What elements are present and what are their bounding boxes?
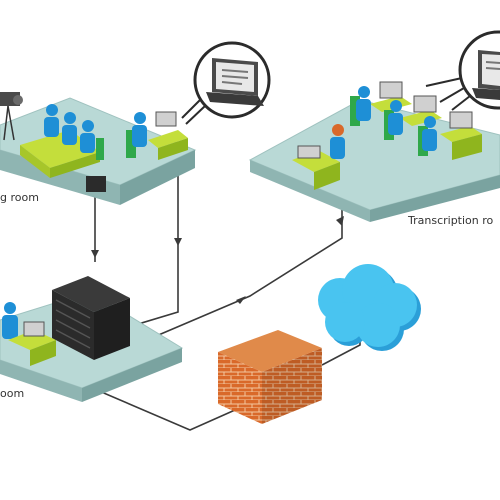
speaker-box [86, 176, 106, 192]
laptop-icon [206, 58, 264, 106]
office-room-label: oom [0, 387, 25, 400]
office-worker [2, 302, 56, 366]
transcription-room [248, 30, 500, 222]
cloud-icon [318, 264, 421, 351]
video-camera-icon [0, 92, 23, 141]
link-laptop-to-server [124, 160, 179, 329]
meeting-room-label: g room [0, 191, 39, 204]
firewall-icon [218, 330, 322, 424]
meeting-people [44, 104, 104, 160]
meeting-operator [126, 111, 188, 160]
connection-arrows [91, 216, 344, 304]
meeting-room [0, 41, 271, 205]
link-transcription-to-server [127, 190, 343, 349]
laptop-icon [472, 50, 500, 100]
transcription-room-label: Transcription ro [408, 214, 494, 227]
transcription-laptop-bubble [425, 30, 500, 111]
laptop-bubble [181, 41, 271, 125]
transcription-monitors [297, 81, 473, 159]
transcription-people [330, 86, 437, 159]
server-rack-icon [52, 276, 130, 360]
